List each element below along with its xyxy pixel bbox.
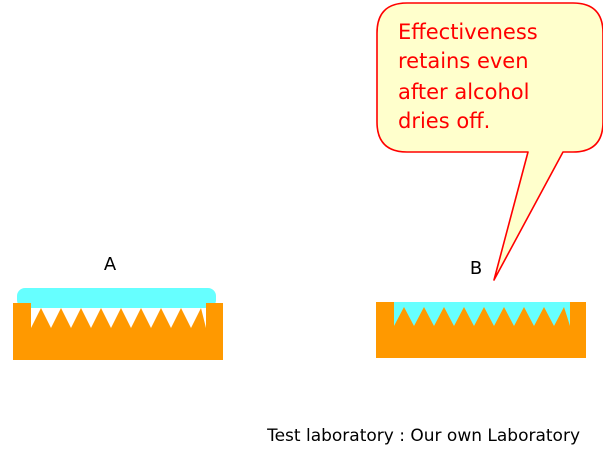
callout-line-4: dries off. [398, 109, 490, 133]
callout-text: Effectiveness retains even after alcohol… [398, 20, 544, 133]
sample-b-substrate [376, 302, 586, 358]
sample-b: B [376, 258, 586, 358]
sample-b-label: B [470, 258, 482, 279]
callout-bubble: Effectiveness retains even after alcohol… [376, 2, 603, 281]
sample-a-substrate [13, 303, 223, 360]
callout-line-2: retains even [398, 49, 529, 73]
callout-line-1: Effectiveness [398, 20, 538, 44]
sample-a-label: A [104, 254, 117, 275]
callout-line-3: after alcohol [398, 80, 529, 104]
footer-text: Test laboratory : Our own Laboratory [266, 426, 580, 446]
callout-shape [376, 2, 603, 281]
sample-a: A [13, 254, 223, 360]
sample-a-liquid-layer [17, 288, 216, 308]
